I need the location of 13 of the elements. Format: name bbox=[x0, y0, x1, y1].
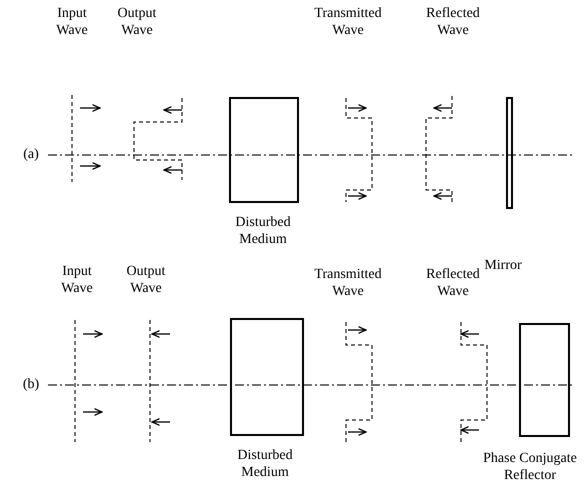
wave-label: Transmitted Wave bbox=[313, 266, 383, 300]
wave-label: Input Wave bbox=[60, 263, 94, 297]
wave-label: Reflected Wave bbox=[425, 5, 481, 39]
medium-label: Disturbed Medium bbox=[234, 214, 292, 248]
wave-label: Transmitted Wave bbox=[313, 5, 383, 39]
panel-label: (b) bbox=[22, 376, 40, 393]
panel-label: (a) bbox=[22, 146, 40, 163]
wave-label: Input Wave bbox=[55, 5, 89, 39]
wave-label: Output Wave bbox=[116, 5, 158, 39]
reflector-label: Phase Conjugate Reflector bbox=[482, 450, 578, 484]
medium-label: Disturbed Medium bbox=[236, 447, 294, 481]
wave-label: Reflected Wave bbox=[425, 266, 481, 300]
wave-label: Output Wave bbox=[126, 263, 166, 297]
